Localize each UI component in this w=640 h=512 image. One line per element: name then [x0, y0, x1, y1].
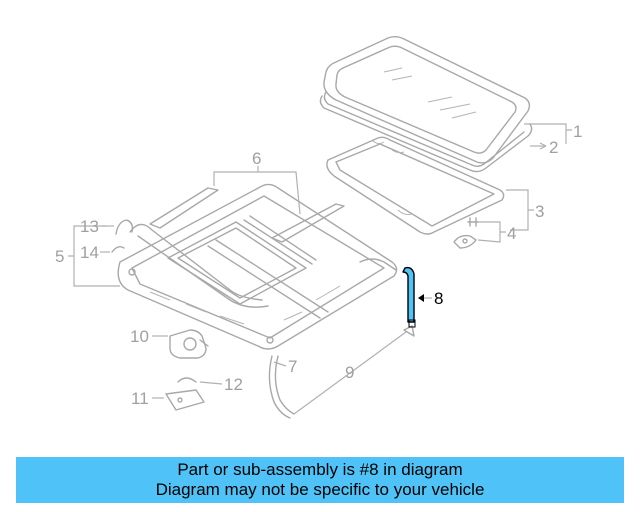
- callout-6: 6: [252, 149, 261, 168]
- callout-11: 11: [131, 389, 149, 408]
- banner-line-disclaimer: Diagram may not be specific to your vehi…: [155, 480, 485, 499]
- highlighted-part-8[interactable]: [402, 266, 416, 328]
- sunroof-motor: [169, 329, 209, 359]
- rear-drain-hose: [293, 325, 415, 415]
- callout-8: 8: [434, 289, 443, 308]
- info-banner: Part or sub-assembly is #8 in diagram Di…: [16, 457, 624, 503]
- drain-hose: [268, 355, 295, 419]
- sunroof-housing: [117, 183, 398, 350]
- callout-1: 1: [573, 122, 582, 141]
- glass-panel: [323, 36, 531, 164]
- parts-diagram: 1 2 3 4 5 6 7 8 9 10 11 12 13 14: [55, 36, 582, 419]
- callout-3: 3: [535, 202, 544, 221]
- motor-bracket: [165, 377, 205, 411]
- callout-labels: 1 2 3 4 5 6 7 8 9 10 11 12 13 14: [55, 122, 582, 408]
- banner-line-part: Part or sub-assembly is #8 in diagram: [177, 460, 463, 479]
- callout-4: 4: [507, 224, 516, 243]
- callout-2: 2: [549, 138, 558, 157]
- front-deflector-parts: [111, 219, 134, 253]
- callout-13: 13: [80, 217, 99, 236]
- callout-10: 10: [130, 327, 149, 346]
- side-seals: [149, 187, 345, 243]
- callout-12: 12: [224, 375, 243, 394]
- clips: [453, 217, 479, 249]
- callout-7: 7: [288, 357, 297, 376]
- sunroof-frame-seal: [326, 136, 505, 235]
- callout-5: 5: [55, 247, 64, 266]
- callout-leaders: [68, 123, 572, 399]
- callout-9: 9: [345, 363, 354, 382]
- callout-14: 14: [80, 243, 99, 262]
